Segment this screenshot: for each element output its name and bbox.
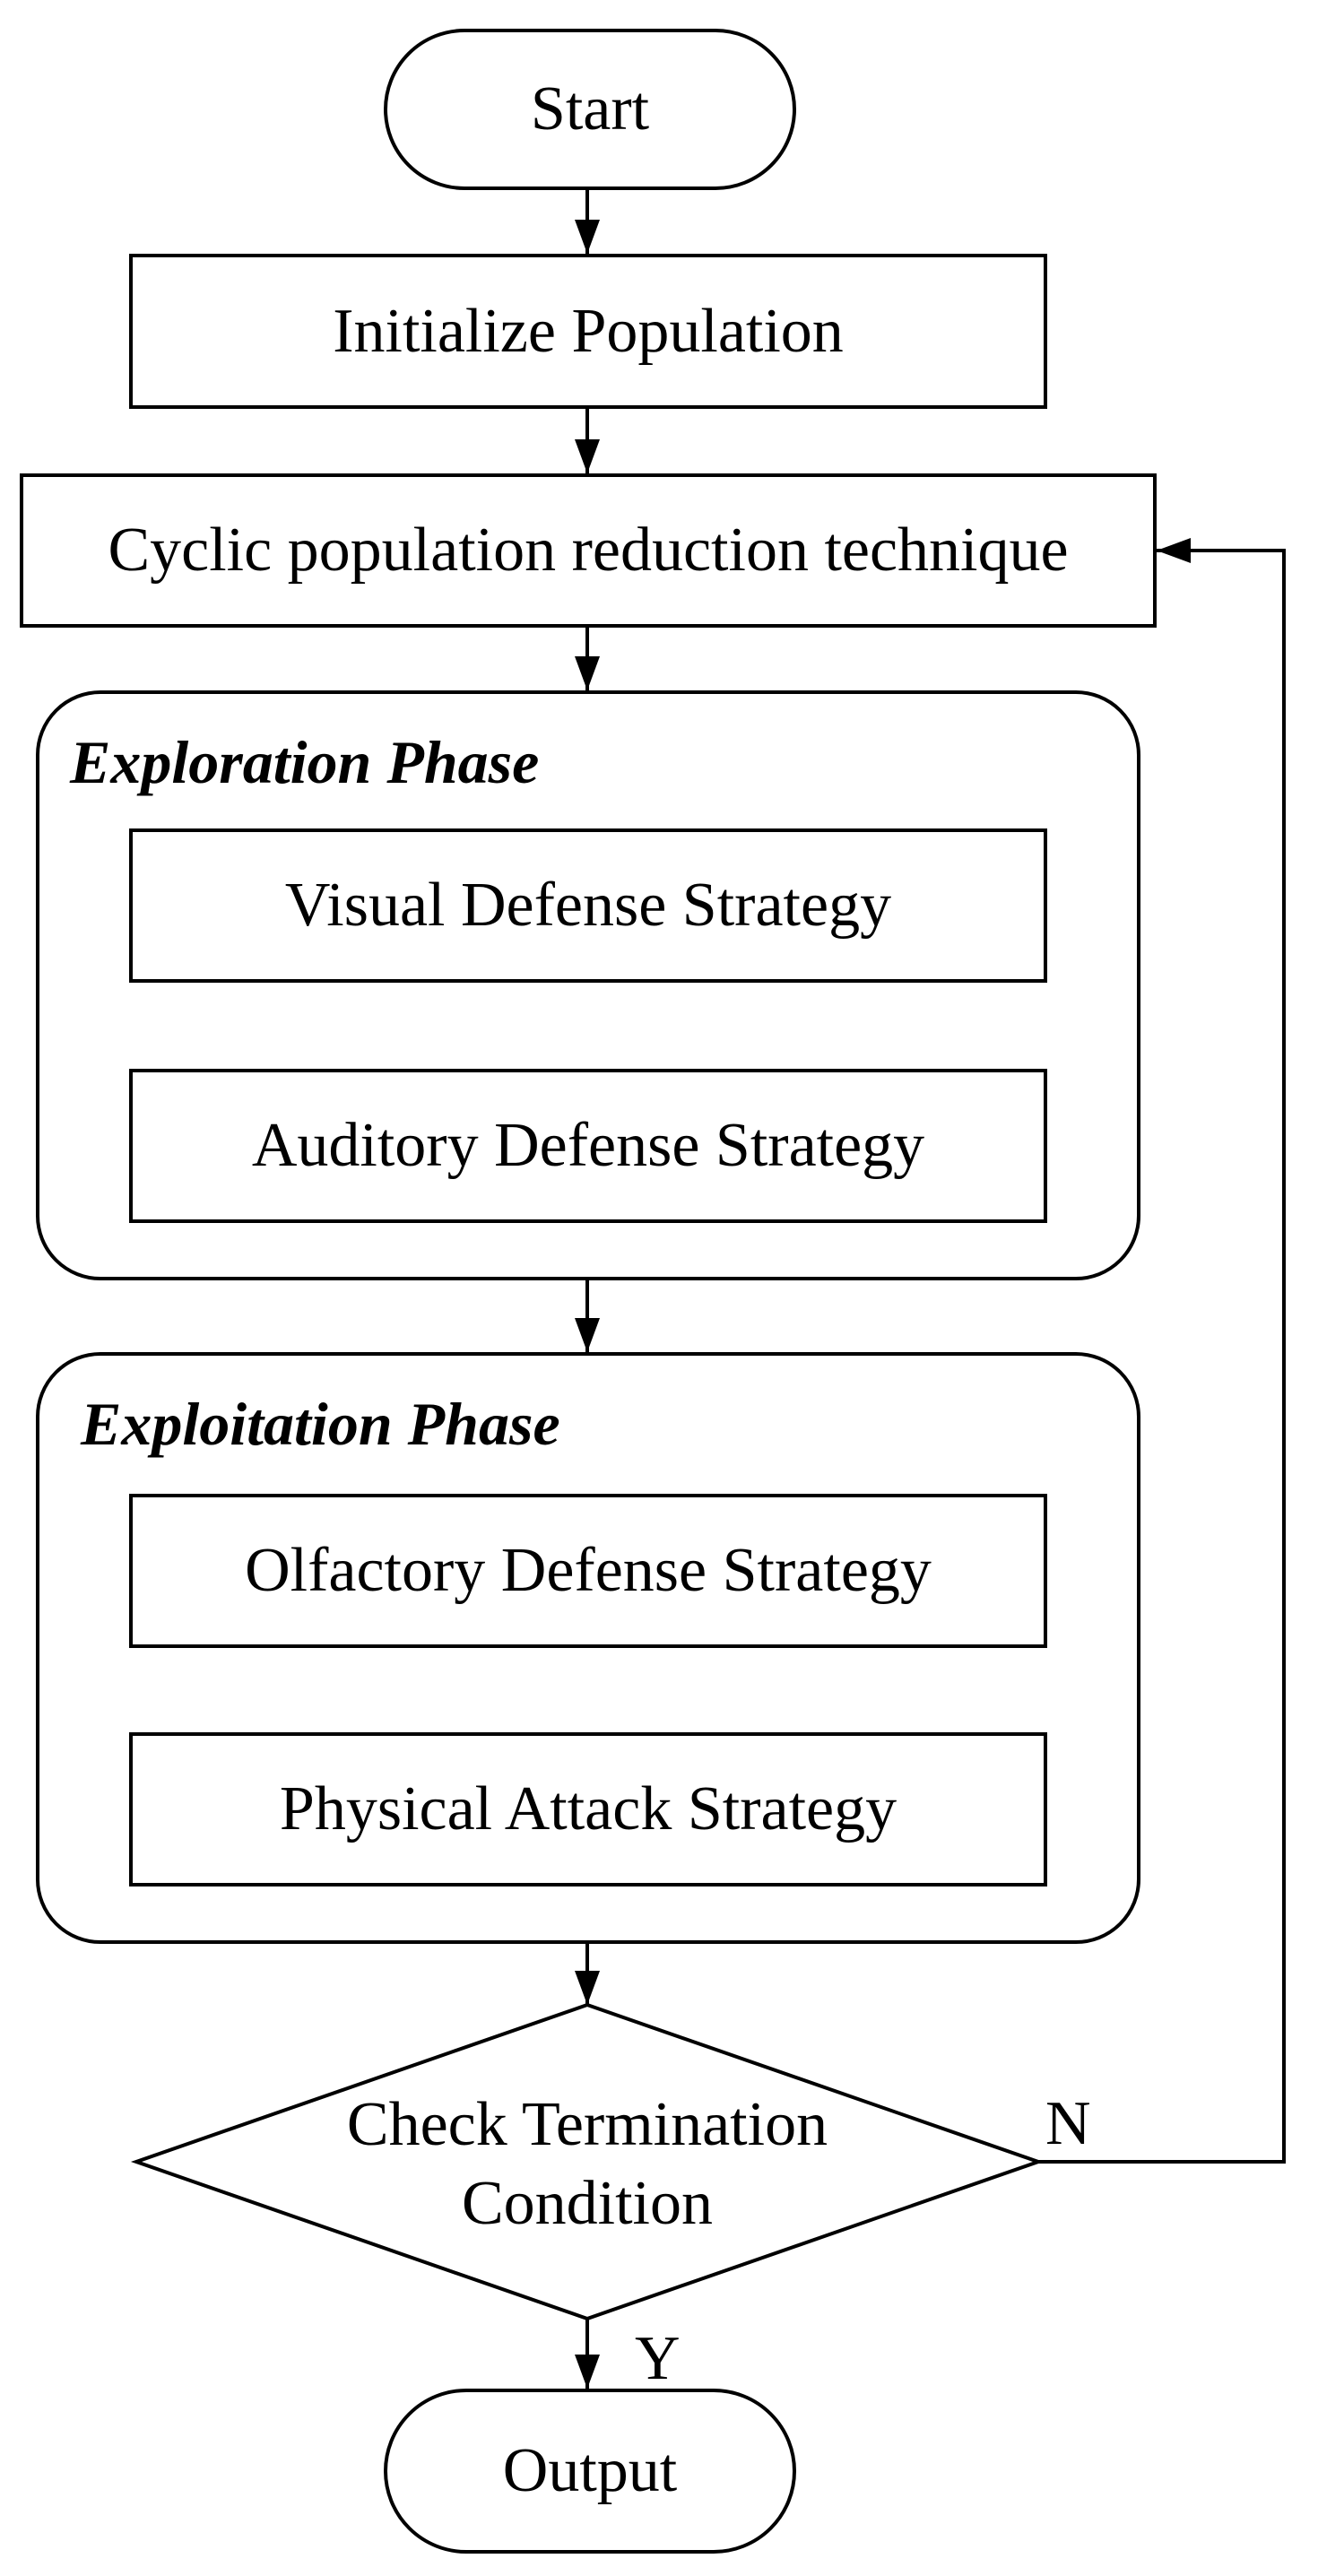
output-label: Output [502,2436,678,2505]
physical-attack-strategy-label: Physical Attack Strategy [279,1774,897,1843]
cyclic-population-reduction-label: Cyclic population reduction technique [108,516,1069,585]
branch-yes-label: Y [635,2324,681,2393]
visual-defense-strategy-node: Visual Defense Strategy [129,828,1047,983]
output-node: Output [384,2389,796,2554]
initialize-population-label: Initialize Population [333,296,844,366]
olfactory-defense-strategy-node: Olfactory Defense Strategy [129,1494,1047,1648]
check-termination-line2: Condition [461,2169,714,2238]
arrow-loop-back [1038,549,1286,2164]
visual-defense-strategy-label: Visual Defense Strategy [284,871,892,940]
check-termination-label: Check Termination Condition [318,2086,856,2243]
physical-attack-strategy-node: Physical Attack Strategy [129,1732,1047,1886]
exploitation-phase-title: Exploitation Phase [81,1390,560,1458]
start-node: Start [384,29,796,190]
auditory-defense-strategy-label: Auditory Defense Strategy [251,1111,925,1180]
check-termination-line1: Check Termination [346,2090,828,2159]
olfactory-defense-strategy-label: Olfactory Defense Strategy [245,1536,932,1605]
cyclic-population-reduction-node: Cyclic population reduction technique [20,473,1157,628]
initialize-population-node: Initialize Population [129,254,1047,409]
branch-no-label: N [1045,2089,1091,2158]
auditory-defense-strategy-node: Auditory Defense Strategy [129,1069,1047,1223]
start-label: Start [530,74,650,143]
exploration-phase-title: Exploration Phase [70,728,540,796]
